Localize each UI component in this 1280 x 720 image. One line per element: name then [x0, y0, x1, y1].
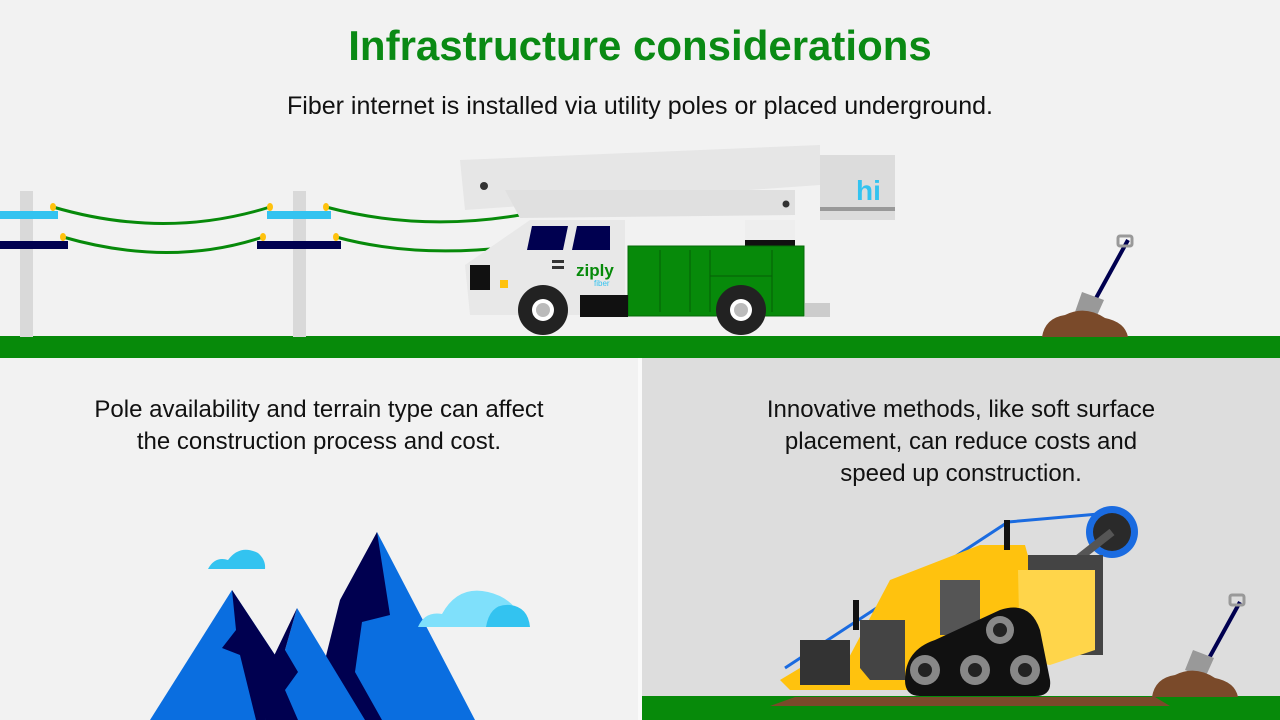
bucket-label: hi	[856, 175, 881, 206]
page-subtitle: Fiber internet is installed via utility …	[287, 92, 993, 120]
soft-surface-caption-line1: Innovative methods, like soft surface	[766, 396, 1156, 423]
soft-surface-caption-line3: speed up construction.	[840, 460, 1082, 487]
panel-divider	[638, 358, 642, 720]
mountains-icon	[150, 532, 530, 720]
shovel-dirt-icon-2	[1152, 593, 1246, 697]
soft-surface-caption-line2: placement, can reduce costs and	[784, 428, 1138, 455]
terrain-caption-line1: Pole availability and terrain type can a…	[94, 396, 544, 423]
soft-surface-caption: Innovative methods, like soft surface pl…	[642, 394, 1280, 490]
truck-brand-sub: fiber	[594, 279, 610, 288]
shovel-dirt-icon	[1042, 234, 1134, 337]
bucket-truck-icon	[460, 145, 895, 335]
terrain-caption-line2: the construction process and cost.	[136, 428, 502, 455]
terrain-caption: Pole availability and terrain type can a…	[0, 394, 638, 458]
page-title: Infrastructure considerations	[348, 22, 932, 69]
utility-poles-icon	[0, 191, 526, 337]
trencher-icon	[780, 506, 1138, 696]
truck-brand: ziply	[576, 261, 614, 280]
ground-strip	[0, 336, 1280, 358]
